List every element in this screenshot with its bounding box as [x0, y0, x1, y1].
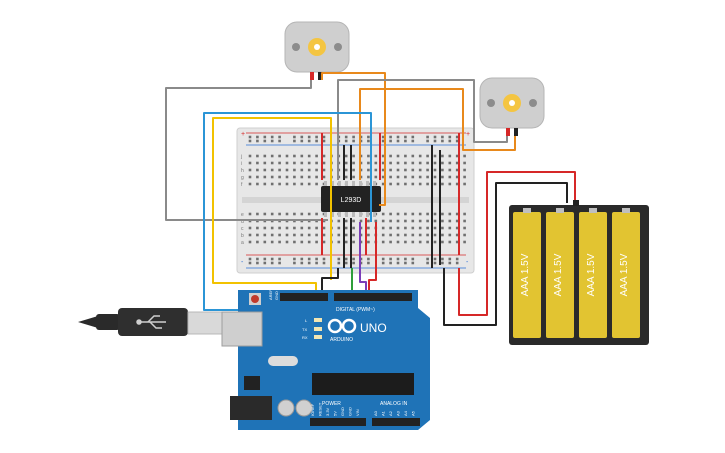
arduino-power-jack [230, 396, 272, 420]
reset-button[interactable] [251, 295, 259, 303]
digital-header-left [280, 293, 328, 301]
row-letter: d [241, 219, 244, 225]
wire-purple-arduino [359, 222, 367, 290]
arduino-uno-label: UNO [360, 321, 387, 335]
wire-blue [203, 112, 372, 311]
battery-cell: AAA 1.5V [513, 208, 541, 338]
arduino-usb-port [221, 311, 263, 347]
power-pin-label: IOREF [310, 403, 315, 416]
analog-pin-label: A1 [381, 410, 386, 416]
battery-cell-label: AAA 1.5V [586, 253, 597, 296]
arduino-uno[interactable]: UNO ARDUINO DIGITAL (PWM~) POWER ANALOG … [221, 289, 430, 430]
analog-pin-label: A3 [396, 410, 401, 416]
wire-gray-motor1 [165, 80, 328, 221]
power-label: POWER [322, 401, 341, 407]
dc-motor-1[interactable] [284, 21, 350, 80]
rail-plus-label-right: + [466, 131, 470, 138]
power-pin-label: GND [348, 407, 353, 416]
wire-orange-motor2 [359, 88, 516, 180]
gnd-label: GND [274, 291, 279, 300]
rail-minus-label-right: - [466, 259, 469, 266]
wire-red-battery [458, 171, 576, 316]
tx-label: TX [302, 327, 307, 332]
wire-black-battery [443, 182, 568, 326]
microcontroller-chip [312, 373, 414, 395]
analog-header [372, 418, 420, 426]
wire-yellow [212, 117, 332, 290]
row-letter: j [240, 154, 242, 160]
battery-pack[interactable]: AAA 1.5V AAA 1.5V AAA 1.5V AAA 1.5V [509, 200, 649, 345]
usb-icon [136, 315, 166, 329]
wire-red-arduino [368, 222, 377, 290]
digital-pwm-label: DIGITAL (PWM~) [336, 307, 375, 313]
analog-label: ANALOG IN [380, 401, 408, 407]
row-letter: h [241, 168, 244, 174]
row-letter: a [241, 240, 244, 246]
arduino-brand-label: ARDUINO [330, 337, 353, 343]
battery-cell-label: AAA 1.5V [520, 253, 531, 296]
l293d-chip[interactable]: L293D [321, 181, 381, 217]
wire-orange-motor1 [321, 72, 386, 206]
usb-cable [78, 308, 223, 336]
wire-black-arduino [321, 268, 339, 290]
wire-gray-motor2 [337, 79, 508, 180]
power-pin-label: RESET [318, 402, 323, 416]
arduino-logo-icon [327, 318, 357, 334]
row-letter: e [241, 212, 244, 218]
chip-label: L293D [341, 197, 362, 204]
rail-plus-label: + [241, 131, 245, 138]
analog-pin-label: A0 [373, 410, 378, 416]
rail-minus-label: - [241, 259, 244, 266]
battery-cell: AAA 1.5V [546, 208, 574, 338]
digital-header-right [334, 293, 412, 301]
dc-motor-2[interactable] [479, 77, 545, 136]
battery-cell-label: AAA 1.5V [619, 253, 630, 296]
row-letter: b [241, 233, 244, 239]
power-pin-label: GND [340, 407, 345, 416]
power-header [310, 418, 366, 426]
analog-pin-label: A4 [403, 410, 408, 416]
battery-cell-label: AAA 1.5V [553, 253, 564, 296]
row-letter: i [241, 161, 242, 167]
power-pin-label: VIN [355, 409, 360, 416]
battery-cell: AAA 1.5V [579, 208, 607, 338]
analog-pin-label: A5 [411, 410, 416, 416]
power-pin-label: 3.3V [325, 407, 330, 416]
row-letter: g [241, 175, 244, 181]
analog-pin-label: A2 [388, 410, 393, 416]
wires [165, 72, 576, 326]
battery-cell: AAA 1.5V [612, 208, 640, 338]
power-pin-label: 5V [333, 411, 338, 416]
aref-label: AREF [268, 289, 273, 300]
row-letter: c [241, 226, 244, 232]
rx-label: RX [302, 335, 308, 340]
breadboard-holes [248, 135, 466, 265]
l-label: L [305, 318, 308, 323]
row-letter: f [241, 182, 243, 188]
